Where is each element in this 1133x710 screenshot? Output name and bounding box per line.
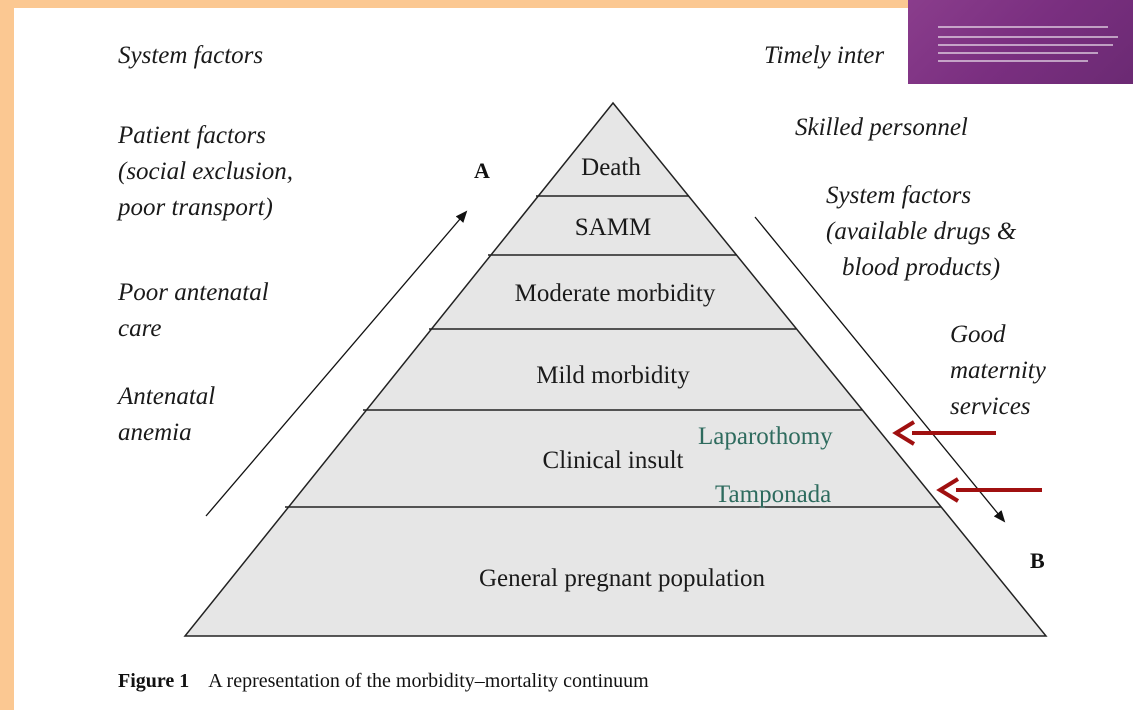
figure-caption-label: Figure 1 xyxy=(118,670,190,692)
left-poor-antenatal-2: care xyxy=(118,315,162,342)
pyramid-shape xyxy=(183,101,1048,637)
tier-clinical-label: Clinical insult xyxy=(543,447,684,474)
left-patient-factors-3: poor transport) xyxy=(116,194,273,221)
book-cover-thumbnail xyxy=(908,0,1133,84)
marker-a: A xyxy=(474,158,490,183)
tier-mild-label: Mild morbidity xyxy=(536,362,690,389)
left-system-factors: System factors xyxy=(118,42,263,69)
right-system-factors-3: blood products) xyxy=(842,254,1000,281)
tier-samm-label: SAMM xyxy=(575,214,651,241)
tier-general-label: General pregnant population xyxy=(479,565,766,592)
arrow-a xyxy=(205,210,468,517)
annotation-laparothomy: Laparothomy xyxy=(698,423,833,450)
figure-caption-text: A representation of the morbidity–mortal… xyxy=(208,670,649,692)
right-good-maternity-2: maternity xyxy=(950,357,1047,384)
red-arrow-laparothomy xyxy=(892,420,996,446)
right-system-factors-2: (available drugs & xyxy=(826,218,1017,245)
right-skilled: Skilled personnel xyxy=(795,114,968,141)
left-antenatal-anemia-2: anemia xyxy=(118,419,192,446)
arrow-b xyxy=(754,216,1006,523)
left-antenatal-anemia-1: Antenatal xyxy=(116,383,215,410)
left-patient-factors-2: (social exclusion, xyxy=(118,158,293,185)
left-patient-factors-1: Patient factors xyxy=(117,122,266,149)
marker-b: B xyxy=(1030,548,1045,573)
tier-moderate-label: Moderate morbidity xyxy=(515,280,716,307)
left-poor-antenatal-1: Poor antenatal xyxy=(117,279,269,306)
right-timely: Timely inter xyxy=(764,42,884,69)
tier-death-label: Death xyxy=(581,154,641,181)
red-arrow-tamponada xyxy=(936,477,1042,503)
right-system-factors-1: System factors xyxy=(826,182,971,209)
figure-caption: Figure 1 A representation of the morbidi… xyxy=(118,670,649,693)
annotation-tamponada: Tamponada xyxy=(715,481,831,508)
right-good-maternity-1: Good xyxy=(950,321,1006,348)
right-good-maternity-3: services xyxy=(950,393,1031,420)
